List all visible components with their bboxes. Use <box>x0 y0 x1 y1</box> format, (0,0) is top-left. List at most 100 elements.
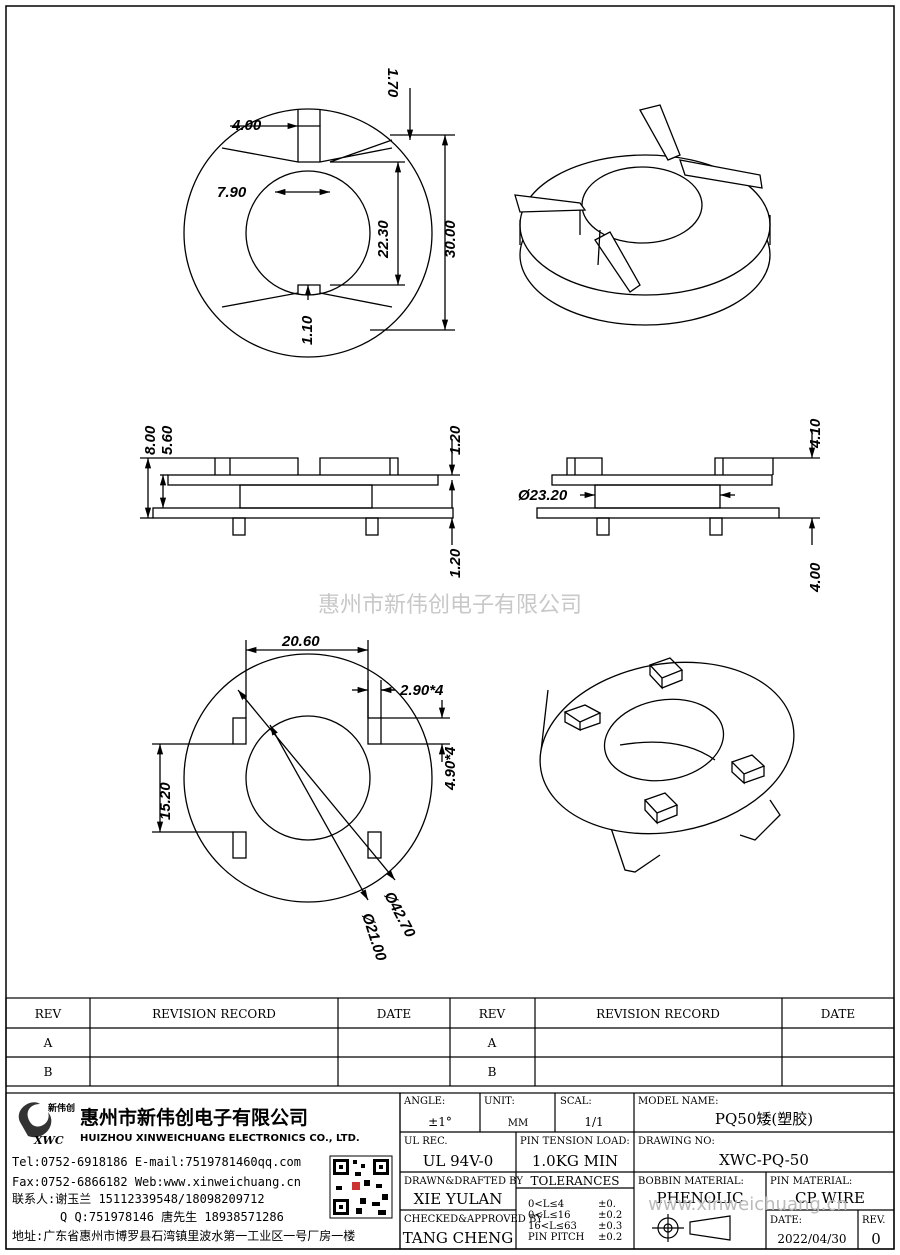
rev-header-rev-2: REV <box>479 1007 506 1021</box>
rev-header-date-1: DATE <box>377 1007 411 1021</box>
tolerance-line-3: 16<L≤63 <box>528 1221 577 1232</box>
angle-value: ±1° <box>428 1115 452 1129</box>
top-iso-view <box>514 104 771 326</box>
tolerance-value-2: ±0.2 <box>598 1210 622 1221</box>
dim-20-60: 20.60 <box>281 633 320 650</box>
drawn-value: XIE YULAN <box>414 1190 503 1208</box>
unit-label: UNIT: <box>484 1096 515 1107</box>
pin-material-label: PIN MATERIAL: <box>770 1176 852 1187</box>
rev-header-rev-1: REV <box>35 1007 62 1021</box>
pin-block <box>643 792 679 825</box>
company-name-en: HUIZHOU XINWEICHUANG ELECTRONICS CO., LT… <box>80 1133 360 1144</box>
tolerance-line-1: 0<L≤4 <box>528 1199 564 1210</box>
dim-1-10: 1.10 <box>299 315 316 345</box>
top-view-slot-lower <box>221 284 393 308</box>
tolerance-line-4: PIN PITCH <box>528 1232 585 1243</box>
pin-block <box>563 704 602 732</box>
dim-8-00: 8.00 <box>142 425 159 455</box>
logo-swirl-icon <box>18 1102 52 1138</box>
pin-slot <box>367 717 382 745</box>
top-view-slot-upper <box>221 125 393 163</box>
dim-diameter-23-20: Ø23.20 <box>518 487 568 504</box>
date-value: 2022/04/30 <box>777 1232 846 1246</box>
ul-value: UL 94V-0 <box>423 1152 494 1170</box>
dim-30-00: 30.00 <box>442 220 459 258</box>
angle-label: ANGLE: <box>403 1096 445 1107</box>
qr-code-icon <box>329 1155 393 1219</box>
pin-block <box>730 754 766 785</box>
model-label: MODEL NAME: <box>638 1096 718 1107</box>
model-value: PQ50矮(塑胶) <box>715 1110 813 1128</box>
footer-watermark-url: www.xinweichuang.cn <box>648 1194 848 1215</box>
watermark-company: 惠州市新伟创电子有限公司 <box>318 593 582 618</box>
rev-value: 0 <box>871 1230 881 1248</box>
projection-symbol-icon <box>652 1214 731 1242</box>
scale-value: 1/1 <box>584 1115 603 1129</box>
dim-2-90x4: 2.90*4 <box>399 682 444 699</box>
dim-4-10: 4.10 <box>807 418 824 449</box>
pin-slot <box>232 717 247 745</box>
tolerance-value-1: ±0. <box>598 1199 616 1210</box>
rev-row-a-right: A <box>487 1036 497 1050</box>
rev-row-a-left: A <box>43 1036 53 1050</box>
pin-block <box>648 657 684 690</box>
dim-4-90x4: 4.90*4 <box>442 746 459 791</box>
checked-value: TANG CHENG <box>403 1229 514 1247</box>
pin-material-value: CP WIRE <box>795 1189 865 1207</box>
bobbin-material-label: BOBBIN MATERIAL: <box>638 1176 744 1187</box>
bottom-view-inner-circle <box>245 715 371 841</box>
company-qq: Q Q:751978146 唐先生 18938571286 <box>60 1209 284 1224</box>
logo-abbr: XWC <box>33 1134 64 1147</box>
pin-slot <box>367 831 382 859</box>
side-view-right <box>536 430 820 545</box>
rev-label: REV. <box>862 1215 885 1226</box>
dim-1-70: 1.70 <box>384 68 401 98</box>
side-view-left <box>140 440 460 545</box>
dim-22-30: 22.30 <box>375 220 392 259</box>
rev-row-b-left: B <box>44 1065 53 1079</box>
checked-label: CHECKED&APPROVED BY <box>404 1214 543 1225</box>
dim-5-60: 5.60 <box>159 425 176 455</box>
dim-diameter-42-70: Ø42.70 <box>380 889 418 941</box>
bottom-iso-view <box>539 657 795 873</box>
top-view-inner-circle <box>245 170 371 296</box>
company-logo: 新伟创 XWC <box>18 1102 75 1147</box>
pin-slot <box>232 831 247 859</box>
pin-tension-label: PIN TENSION LOAD: <box>520 1136 630 1147</box>
company-contact-person: 联系人:谢玉兰 15112339548/18098209712 <box>12 1191 265 1206</box>
scale-label: SCAL: <box>560 1096 592 1107</box>
company-address: 地址:广东省惠州市博罗县石湾镇里波水第一工业区一号厂房一楼 <box>12 1228 355 1243</box>
top-view-outer-circle <box>183 108 433 358</box>
tolerances-label: TOLERANCES <box>531 1174 620 1188</box>
drawing-no-value: XWC-PQ-50 <box>719 1151 809 1169</box>
company-fax-web: Fax:0752-6866182 Web:www.xinweichuang.cn <box>12 1175 301 1189</box>
date-label: DATE: <box>770 1215 802 1226</box>
top-view <box>183 88 455 358</box>
dim-15-20: 15.20 <box>157 782 174 820</box>
rev-row-b-right: B <box>488 1065 497 1079</box>
dim-7-90: 7.90 <box>217 184 247 201</box>
company-name-cn: 惠州市新伟创电子有限公司 <box>80 1106 308 1129</box>
company-tel-email: Tel:0752-6918186 E-mail:7519781460qq.com <box>12 1155 301 1169</box>
tolerance-line-2: 0<L≤16 <box>528 1210 571 1221</box>
ul-label: UL REC. <box>404 1136 448 1147</box>
title-block <box>399 1092 895 1250</box>
dim-4-00-top: 4.00 <box>231 117 262 134</box>
pin-tension-value: 1.0KG MIN <box>532 1152 618 1170</box>
drawn-label: DRAWN&DRAFTED BY <box>404 1176 523 1187</box>
revision-table <box>5 997 895 1087</box>
tolerance-value-4: ±0.2 <box>598 1232 622 1243</box>
tolerance-value-3: ±0.3 <box>598 1221 622 1232</box>
logo-text: 新伟创 <box>48 1102 75 1114</box>
rev-header-record-1: REVISION RECORD <box>152 1007 276 1021</box>
dim-1-20-bottom: 1.20 <box>447 548 464 578</box>
drawing-no-label: DRAWING NO: <box>638 1136 715 1147</box>
unit-value: MM <box>508 1118 528 1129</box>
rev-header-date-2: DATE <box>821 1007 855 1021</box>
bottom-view <box>152 640 450 903</box>
rev-header-record-2: REVISION RECORD <box>596 1007 720 1021</box>
bottom-view-outer-circle <box>183 653 433 903</box>
dim-1-20-top: 1.20 <box>447 425 464 455</box>
bobbin-material-value: PHENOLIC <box>657 1189 744 1207</box>
